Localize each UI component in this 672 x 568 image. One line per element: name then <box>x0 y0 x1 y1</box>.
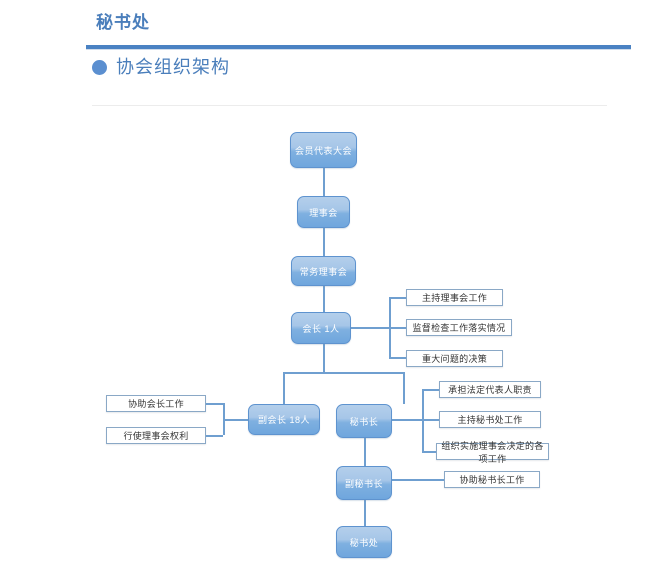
connector-n6-d6 <box>422 389 439 391</box>
page-header: 秘书处 <box>0 0 672 50</box>
connector-n7-n8 <box>364 500 366 526</box>
node-council[interactable]: 理事会 <box>297 196 350 228</box>
duty-box-preside-council-work[interactable]: 主持理事会工作 <box>406 289 503 306</box>
connector-n4-d3 <box>389 357 406 359</box>
connector-n4-stub <box>351 327 389 329</box>
section-divider <box>92 105 607 106</box>
duty-box-preside-secretariat[interactable]: 主持秘书处工作 <box>439 411 541 428</box>
connector-n6-stub <box>392 419 422 421</box>
node-member-congress[interactable]: 会员代表大会 <box>290 132 357 168</box>
connector-n3-n4 <box>323 286 325 312</box>
node-deputy-secretary-general[interactable]: 副秘书长 <box>336 466 392 500</box>
connector-n4-n5 <box>283 372 285 404</box>
section-title: 协会组织架构 <box>116 57 230 77</box>
header-rule <box>86 45 631 49</box>
filled-circle-bullet-icon <box>92 59 107 75</box>
connector-n4-d2 <box>389 327 406 329</box>
connector-n6-d7 <box>422 419 439 421</box>
connector-n4-n6 <box>403 372 405 404</box>
page-title: 秘书处 <box>96 13 150 32</box>
connector-n6-n7 <box>364 438 366 466</box>
duty-box-supervise-implementation[interactable]: 监督检查工作落实情况 <box>406 319 512 336</box>
duty-box-assist-secretary-general[interactable]: 协助秘书长工作 <box>444 471 540 488</box>
connector-n6-d8 <box>422 451 439 453</box>
duty-box-major-decisions[interactable]: 重大问题的决策 <box>406 350 503 367</box>
header-rule-shadow <box>86 49 631 50</box>
node-secretary-general[interactable]: 秘书长 <box>336 404 392 438</box>
connector-n7-d9 <box>392 479 444 481</box>
node-vice-president[interactable]: 副会长 18人 <box>248 404 320 435</box>
connector-n5-d5 <box>206 435 223 437</box>
duty-box-legal-representative[interactable]: 承担法定代表人职责 <box>439 381 541 398</box>
section-header: 协会组织架构 <box>92 58 230 76</box>
duty-box-assist-president[interactable]: 协助会长工作 <box>106 395 206 412</box>
connector-n1-n2 <box>323 168 325 198</box>
node-standing-council[interactable]: 常务理事会 <box>291 256 356 286</box>
connector-n2-n3 <box>323 228 325 256</box>
connector-n5-stub <box>223 419 248 421</box>
connector-n4-down <box>323 344 325 372</box>
connector-n4-split-bar <box>283 372 405 374</box>
connector-n5-d4 <box>206 403 223 405</box>
connector-n5-bracket <box>223 403 225 435</box>
duty-box-implement-council-decisions[interactable]: 组织实施理事会决定的各项工作 <box>436 441 549 464</box>
duty-box-exercise-council-rights[interactable]: 行使理事会权利 <box>106 427 206 444</box>
node-president[interactable]: 会长 1人 <box>291 312 351 344</box>
connector-n4-d1 <box>389 297 406 299</box>
node-secretariat[interactable]: 秘书处 <box>336 526 392 558</box>
